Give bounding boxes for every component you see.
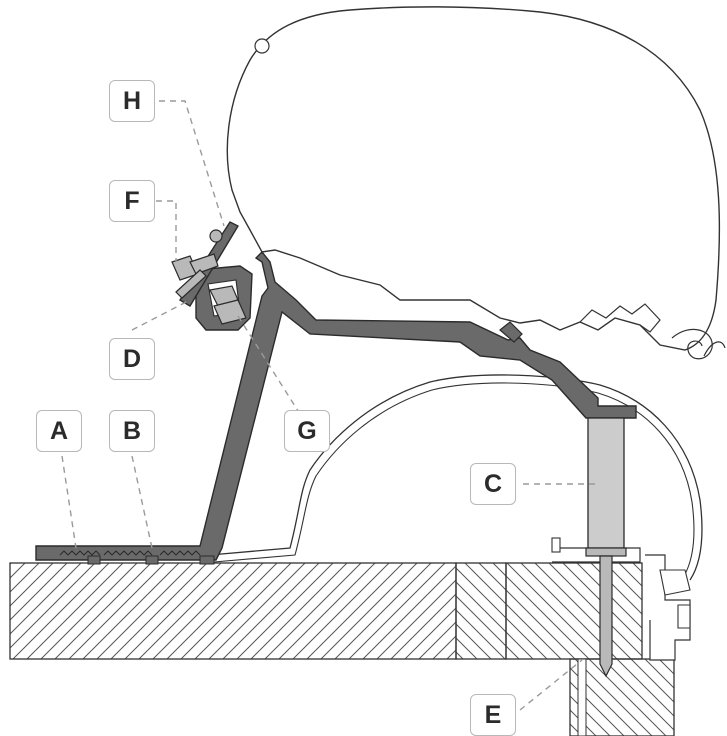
plate-nut-top (209, 229, 223, 243)
washer-d (175, 269, 207, 299)
leader-e (519, 659, 583, 711)
label-e: E (470, 694, 516, 736)
pad-foot-1 (87, 555, 101, 565)
label-d: D (109, 338, 155, 380)
leader-b (131, 455, 153, 549)
roof-board (9, 562, 457, 660)
serrated-pad (59, 550, 201, 556)
rail-profile (579, 303, 661, 333)
bolt-f-shaft (189, 253, 219, 275)
rail-curl-2 (703, 341, 726, 357)
wall-post-inner (577, 658, 587, 736)
screw-head (585, 547, 627, 557)
rail-curl (671, 328, 713, 360)
leader-f (156, 200, 177, 262)
plate-tab (551, 537, 561, 553)
side-profile-3 (677, 604, 691, 629)
screw-e (599, 555, 613, 678)
label-b: B (109, 410, 155, 452)
housing-bump (254, 38, 270, 54)
label-a: A (36, 410, 82, 452)
bolt-g-2 (213, 299, 247, 325)
leader-lines (61, 100, 600, 711)
adapter-bracket (35, 250, 637, 561)
leader-a (61, 455, 77, 549)
label-c: C (470, 463, 516, 505)
roof-inner (213, 382, 695, 577)
leader-g (237, 315, 301, 415)
bracket-hook (499, 321, 523, 343)
roof-outer (209, 374, 703, 581)
pad-foot-2 (145, 555, 159, 565)
side-profile-2 (659, 569, 691, 596)
roof-core-2 (505, 562, 643, 660)
label-g: G (284, 410, 330, 452)
roof-core (455, 562, 507, 660)
leader-h (159, 100, 225, 227)
label-f: F (109, 180, 155, 222)
label-h: H (109, 80, 155, 122)
pad-foot-3 (199, 555, 215, 565)
awning-housing (226, 6, 721, 351)
leader-d (131, 299, 191, 331)
spacer-c (587, 417, 625, 549)
wall-post (569, 658, 675, 736)
